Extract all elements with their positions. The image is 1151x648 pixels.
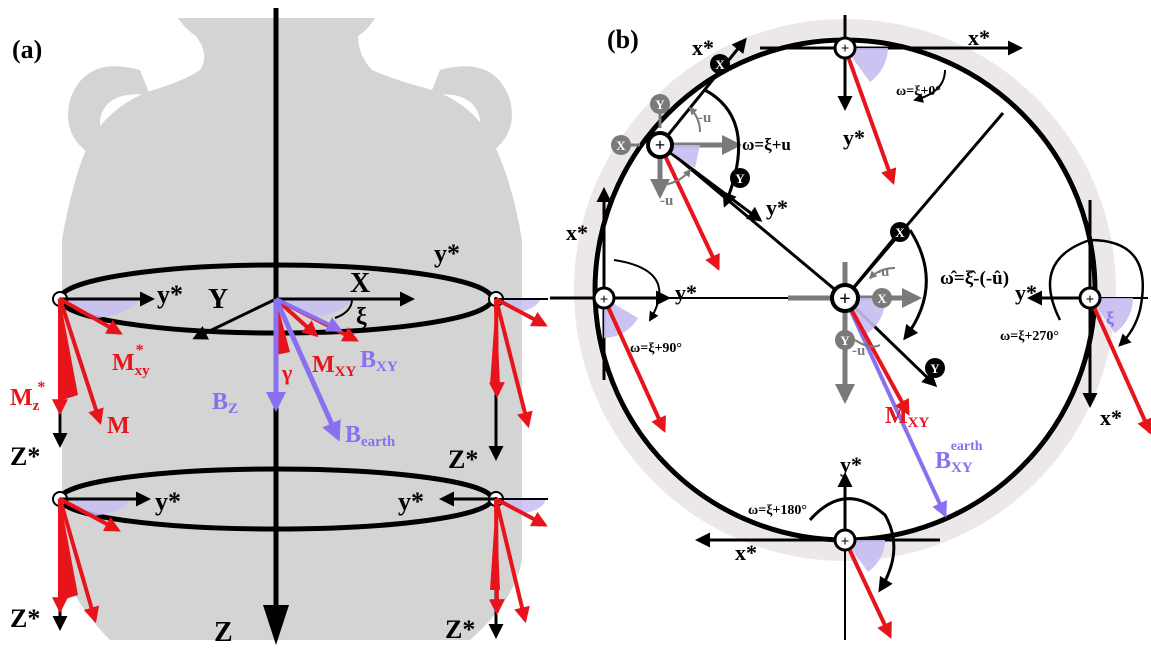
z-star-label-4: Z* [445,615,475,644]
badge-x-1: X [715,57,725,72]
x-label: X [350,268,370,299]
y-axis [192,297,277,340]
x-star-upper-left: x* [692,35,714,60]
gamma-wedge-centre [276,299,290,355]
omega-90: ω=ξ+90° [630,341,682,356]
wedge-right-upper [496,299,540,312]
mxy-short [274,297,319,338]
svg-text:+: + [1086,292,1095,308]
neg-u-2: -u [660,193,673,209]
z-axis-arrowhead [263,605,289,645]
panel-b: + + X Y X Y + [550,15,1151,640]
x-star-right: x* [1100,405,1122,430]
z-star-label-1: Z* [10,442,40,471]
x-star-top: x* [968,25,990,50]
m-vector [58,298,104,426]
badge-x-grey-1: X [616,138,626,153]
vessel-handle-right [430,66,512,160]
xi-wedge [276,299,350,318]
wedge-left-lower [60,499,130,516]
omega-0: ω=ξ+0° [896,84,941,99]
bxy-label: BXY [360,347,398,375]
svg-text:+: + [841,41,850,57]
bz-label: BZ [212,389,238,417]
bxy-earth-label: BXYearth [935,439,983,476]
gamma-centre-label: γ [281,360,292,385]
badge-y-2: Y [930,361,940,376]
y-star-label-4: y* [398,487,424,516]
badge-y-grey-2: Y [840,333,850,348]
bxy-vector [275,297,343,332]
wedge-right-lower [496,499,546,514]
gamma-wedge-left [60,299,78,400]
y-star-bottom: y* [840,452,862,477]
z-label: Z [214,617,233,648]
x-star-bottom: x* [735,540,757,565]
neg-u-3: -u [876,264,889,280]
y-star-top: y* [843,125,865,150]
z-star-label-2: Z* [448,445,478,474]
neg-u-1: -u [698,110,711,126]
panel-a-label: (a) [12,35,42,64]
bearth-label: Bearth [345,422,396,450]
y-star-left: y* [675,280,697,305]
panel-a: + + (a) X [10,8,548,648]
mxy-star-label: Mxy* [112,342,150,379]
wedge-left-upper [60,299,138,318]
badge-x-grey-2: X [877,291,887,306]
vessel-handle-left [68,66,150,160]
omega-u: ω=ξ+u [742,135,791,154]
badge-x-2: X [895,225,905,240]
omega-hat: ω̂=ξ̂-(-û) [940,268,1009,289]
xi-right: ξ [1106,308,1114,329]
svg-text:+: + [600,292,609,308]
badge-y-grey-1: Y [655,97,665,112]
bearth-vector [273,297,341,442]
omega-180: ω=ξ+180° [748,503,807,518]
svg-text:+: + [839,288,850,310]
mz-star-label: Mz* [10,379,45,414]
xi-label: ξ [356,304,367,330]
y-star-label-2: y* [434,239,460,268]
neg-u-4: -u [852,343,865,359]
y-label: Y [208,284,228,315]
gamma-left-label: γ [61,358,72,383]
panel-b-label: (b) [607,25,639,54]
y-star-label-3: y* [155,487,181,516]
xi-arc [334,298,353,319]
x-star-left: x* [566,220,588,245]
svg-text:+: + [841,534,850,550]
mxy-b-label: MXY [885,403,929,431]
svg-text:+: + [655,135,665,155]
badge-y-1: Y [735,171,745,186]
y-star-label-1: y* [157,280,183,309]
z-star-label-3: Z* [10,604,40,633]
mxy-star-vector [59,297,123,335]
y-star-upper-left: y* [766,195,788,220]
mxy-label: MXY [312,352,356,380]
m-label: M [107,413,130,439]
y-star-right: y* [1015,280,1037,305]
omega-270: ω=ξ+270° [1000,329,1059,344]
